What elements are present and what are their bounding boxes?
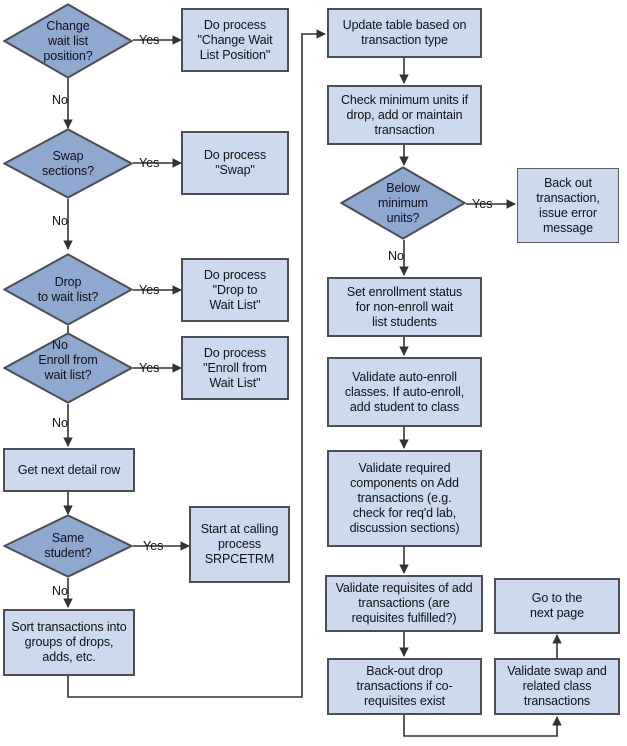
node-label: Same student? [44,531,92,560]
process-set-enrollment-status[interactable]: Set enrollment status for non-enroll wai… [327,277,482,337]
node-label: Back out transaction, issue error messag… [536,175,600,235]
edge-label-yes-change-wait-list: Yes [139,33,160,47]
diamond-shape [3,3,133,79]
process-do-swap[interactable]: Do process "Swap" [181,131,289,195]
node-label: Update table based on transaction type [342,18,467,47]
node-label: Below minimum units? [378,180,428,225]
node-label: Sort transactions into groups of drops, … [11,620,127,664]
diamond-shape [3,253,133,326]
process-back-out-drop-transactions[interactable]: Back-out drop transactions if co- requis… [327,658,482,715]
node-label: Do process "Swap" [203,148,267,177]
edge-label-no-same-student: No [52,584,68,598]
diamond-shape [3,514,133,578]
edge-label-yes-below-minimum-units: Yes [472,197,493,211]
node-label: Do process "Change Wait List Position" [197,17,273,62]
node-label: Do process "Drop to Wait List" [203,267,267,312]
process-get-next-detail-row[interactable]: Get next detail row [3,448,135,492]
edge-label-yes-drop-to-wait-list: Yes [139,283,160,297]
process-go-to-next-page[interactable]: Go to the next page [494,578,620,634]
node-label: Validate requisites of add transactions … [335,581,473,625]
edge-label-no-enroll-from-wait-list: No [52,416,68,430]
process-check-minimum-units[interactable]: Check minimum units if drop, add or main… [327,85,482,145]
process-back-out-transaction[interactable]: Back out transaction, issue error messag… [517,168,619,243]
diamond-shape [340,166,466,240]
node-label: Set enrollment status for non-enroll wai… [346,284,463,329]
node-label: Validate swap and related class transact… [507,664,607,708]
edge-label-yes-enroll-from-wait-list: Yes [139,361,160,375]
edge-label-no-swap-sections: No [52,214,68,228]
process-validate-auto-enroll[interactable]: Validate auto-enroll classes. If auto-en… [327,357,482,427]
node-label: Check minimum units if drop, add or main… [341,92,468,137]
node-label: Go to the next page [529,591,584,620]
process-do-enroll-from-wait-list[interactable]: Do process "Enroll from Wait List" [181,336,289,400]
decision-same-student[interactable]: Same student? [3,514,133,578]
edge-label-yes-same-student: Yes [143,539,164,553]
edge-label-no-drop-to-wait-list: No [52,338,68,352]
process-do-drop-to-wait-list[interactable]: Do process "Drop to Wait List" [181,258,289,322]
diamond-shape [3,332,133,404]
node-label: Validate auto-enroll classes. If auto-en… [344,369,465,414]
process-validate-required-components[interactable]: Validate required components on Add tran… [327,450,482,547]
edge-label-yes-swap-sections: Yes [139,156,160,170]
node-label: Validate required components on Add tran… [349,461,460,535]
decision-drop-to-wait-list[interactable]: Drop to wait list? [3,253,133,326]
process-sort-transactions[interactable]: Sort transactions into groups of drops, … [3,609,135,676]
edge-label-no-below-minimum-units: No [388,249,404,263]
process-validate-swap[interactable]: Validate swap and related class transact… [494,658,620,715]
edge-label-no-change-wait-list: No [52,93,68,107]
node-label: Enroll from wait list? [38,353,98,382]
process-start-at-calling-process[interactable]: Start at calling process SRPCETRM [189,506,290,583]
node-label: Drop to wait list? [37,274,99,304]
decision-below-minimum-units[interactable]: Below minimum units? [340,166,466,240]
decision-swap-sections[interactable]: Swap sections? [3,128,133,199]
node-label: Do process "Enroll from Wait List" [203,345,267,390]
node-label: Change wait list position? [43,18,93,63]
process-validate-requisites[interactable]: Validate requisites of add transactions … [325,575,483,632]
decision-enroll-from-wait-list[interactable]: Enroll from wait list? [3,332,133,404]
process-do-change-wait-list-position[interactable]: Do process "Change Wait List Position" [181,8,289,72]
node-label: Swap sections? [42,148,94,178]
decision-change-wait-list-position[interactable]: Change wait list position? [3,3,133,79]
process-update-table[interactable]: Update table based on transaction type [327,8,482,58]
diamond-shape [3,128,133,199]
node-label: Start at calling process SRPCETRM [200,522,279,566]
node-label: Get next detail row [17,462,121,477]
node-label: Back-out drop transactions if co- requis… [356,664,453,708]
